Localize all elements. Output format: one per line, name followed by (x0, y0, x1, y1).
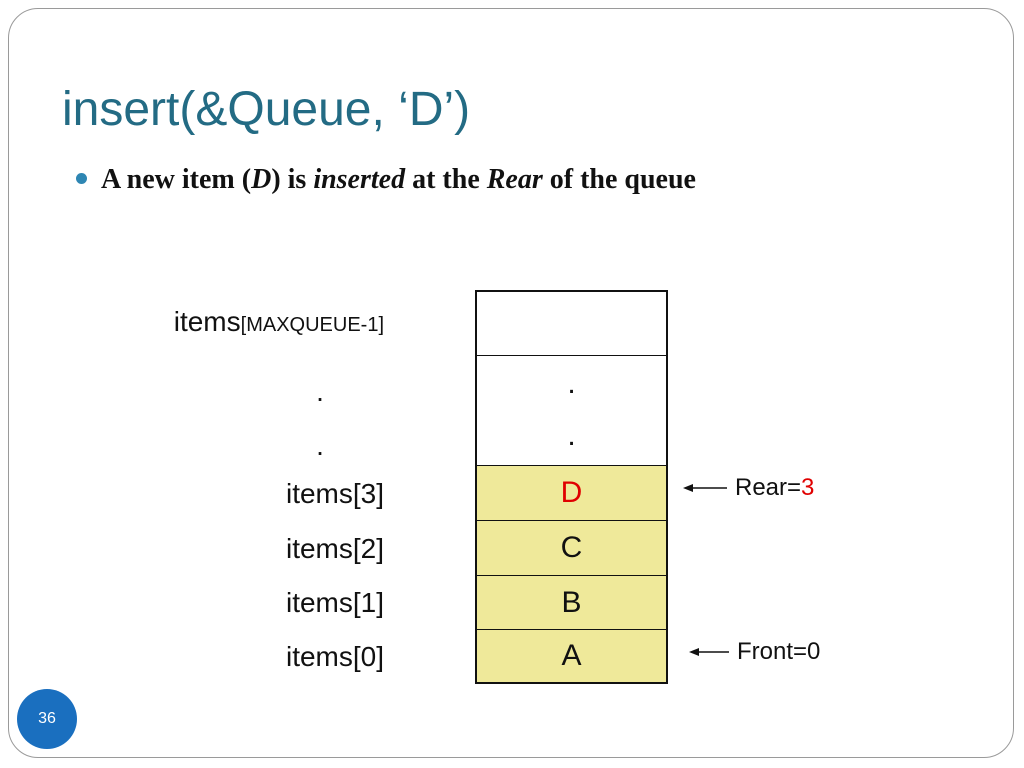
bullet-text-7: of the queue (542, 164, 696, 195)
label-items-maxqueue: items[MAXQUEUE-1] (174, 308, 384, 336)
slide-number: 36 (38, 710, 56, 727)
bullet-text-6: Rear (486, 164, 543, 195)
bullet-point: A new item (D) is inserted at the Rear o… (76, 166, 696, 194)
rear-label: Rear=3 (735, 474, 814, 501)
rear-pointer: Rear=3 (683, 475, 814, 499)
front-value: 0 (807, 637, 821, 665)
front-pointer: Front=0 (689, 639, 820, 663)
cell-dot-1: . (477, 355, 666, 411)
bullet-text-5: at the (405, 164, 487, 195)
bullet-text-1: A new item ( (101, 164, 252, 195)
cell-item-3: D (477, 465, 666, 520)
slide-number-badge: 36 (17, 689, 77, 749)
arrow-left-icon (689, 647, 729, 656)
label-dot-1: . (316, 376, 324, 407)
rear-value: 3 (801, 473, 815, 501)
rear-label-text: Rear= (735, 473, 802, 501)
label-items-3: items[3] (285, 478, 384, 509)
arrow-left-icon (683, 483, 727, 492)
label-items-0: items[0] (285, 641, 384, 672)
label-items-main: items (173, 306, 241, 337)
bullet-icon (76, 173, 87, 185)
cell-dot-2: . (567, 419, 576, 452)
front-label-text: Front= (737, 637, 808, 665)
bullet-text-3: ) is (271, 164, 314, 195)
cell-item-1: B (477, 575, 666, 629)
cell-item-2: C (477, 520, 666, 575)
bullet-text-4: inserted (313, 164, 406, 195)
queue-array: . . D C B A (475, 290, 668, 684)
cell-maxqueue (477, 292, 666, 355)
label-items-1: items[1] (285, 587, 384, 618)
front-label: Front=0 (737, 638, 820, 665)
slide-title: insert(&Queue, ‘D’) (62, 83, 471, 136)
cell-item-0: A (477, 629, 666, 682)
label-dot-2: . (316, 430, 324, 461)
label-items-index: [MAXQUEUE-1] (240, 314, 384, 336)
bullet-text-2: D (251, 164, 272, 195)
label-items-2: items[2] (285, 533, 384, 564)
